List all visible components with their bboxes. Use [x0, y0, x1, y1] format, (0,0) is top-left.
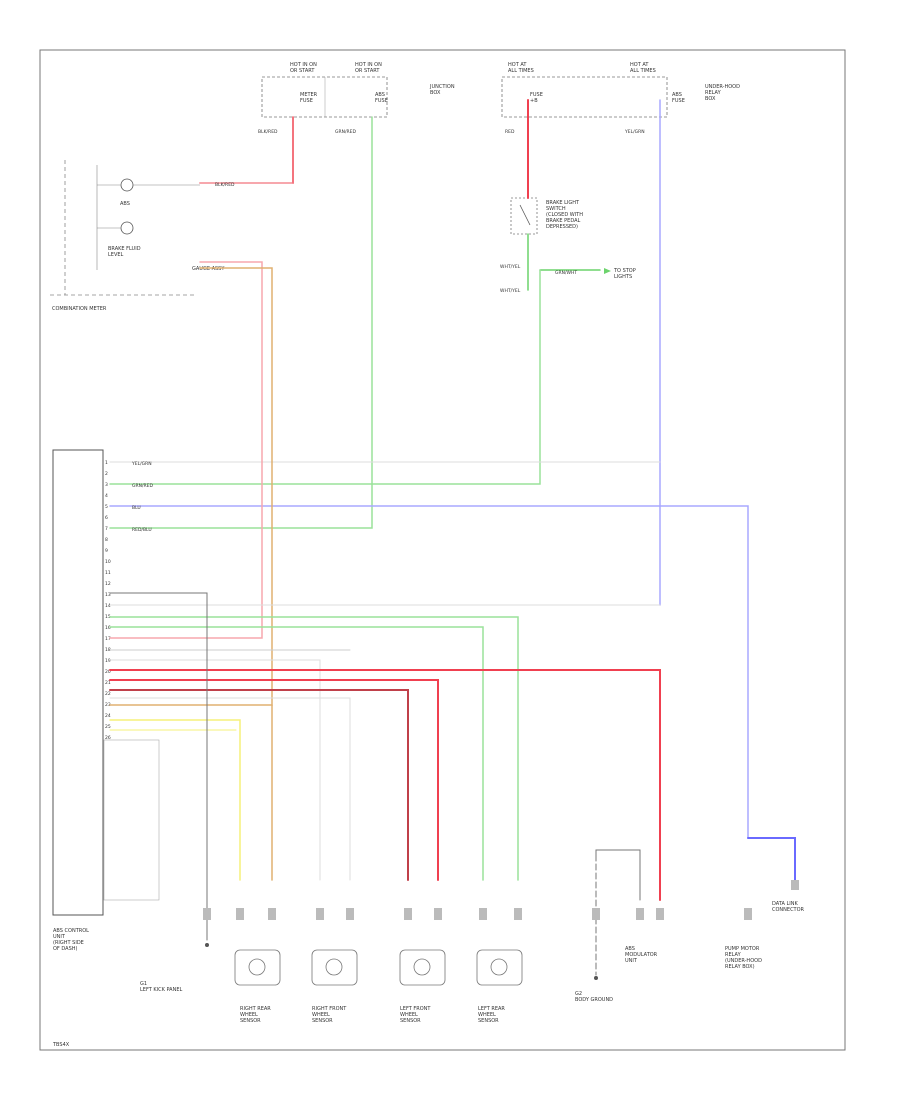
right-rear-sensor-body	[234, 949, 281, 986]
pin-label: 13	[105, 592, 111, 598]
wire-pink-meter	[109, 261, 263, 639]
wheel-sensors	[234, 949, 523, 986]
abs-lamp-label: ABS	[120, 201, 130, 207]
wl-red: RED	[505, 129, 515, 135]
pin-label: 26	[105, 735, 111, 741]
pin-label: 16	[105, 625, 111, 631]
combination-meter-label: COMBINATION METER	[52, 306, 107, 312]
pin-label: 24	[105, 713, 111, 719]
pin-label: 25	[105, 724, 111, 730]
wl-wht-yel: WHT/YEL	[500, 264, 521, 270]
gauge-label: GAUGE ASSY	[192, 266, 225, 272]
fuse-b-label: FUSE+B	[530, 92, 543, 104]
wires	[109, 99, 796, 976]
pin-label: 12	[105, 581, 111, 587]
pin-label: 7	[105, 526, 108, 532]
wire-green-brake	[527, 233, 601, 291]
pin-label: 5	[105, 504, 108, 510]
connectors	[203, 880, 799, 920]
abs-lamp-icon	[120, 178, 134, 192]
pin-label: 6	[105, 515, 108, 521]
pin-label: 8	[105, 537, 108, 543]
wl-grn-wht: GRN/WHT	[555, 270, 577, 276]
left-rear-sensor-body	[476, 949, 523, 986]
wl-grn-red-2: GRN/RED	[132, 483, 153, 489]
wire-red-left-front-2	[109, 689, 409, 881]
pin-label: 4	[105, 493, 108, 499]
wl-blk-red-2: BLK/RED	[215, 182, 235, 188]
diagram-frame	[39, 49, 846, 1051]
pin-label: 18	[105, 647, 111, 653]
wl-blk-red: BLK/RED	[258, 129, 278, 135]
pin-list: 1234567891011121314151617181920212223242…	[105, 460, 111, 741]
pin-label: 9	[105, 548, 108, 554]
wire-red-modulator	[109, 669, 661, 901]
wire-label-group: BLK/RED GRN/RED RED YEL/GRN BLK/RED WHT/…	[131, 129, 645, 533]
pin-label: 1	[105, 460, 108, 466]
pin-label: 20	[105, 669, 111, 675]
wl-yel-grn: YEL/GRN	[624, 129, 645, 135]
ground-mid-icon	[594, 976, 598, 980]
pin-label: 17	[105, 636, 111, 642]
right-front-sensor-body	[311, 949, 358, 986]
wire-blue-pump	[109, 505, 796, 881]
wl-red-blu: RED/BLU	[132, 527, 152, 533]
pin-label: 10	[105, 559, 111, 565]
wl-wht-yel-2: WHT/YEL	[500, 288, 521, 294]
wire-red-meter	[199, 116, 294, 184]
pin-label: 19	[105, 658, 111, 664]
pin-label: 22	[105, 691, 111, 697]
page-code: TBS4X	[52, 1042, 70, 1048]
pin-label: 2	[105, 471, 108, 477]
wire-green-left-rear-1	[109, 616, 519, 881]
pin-label: 15	[105, 614, 111, 620]
wl-blu: BLU	[132, 505, 141, 511]
wire-tan-meter	[109, 267, 273, 706]
ground-left-icon	[205, 943, 209, 947]
wire-yellow-right-rear	[109, 719, 241, 881]
brake-lamp-icon	[120, 221, 134, 235]
left-front-sensor-body	[399, 949, 446, 986]
arrow-right-icon	[604, 268, 611, 274]
wire-green-left-rear-2	[109, 626, 484, 881]
wire-red-left-front-1	[109, 679, 439, 881]
pin-label: 11	[105, 570, 111, 576]
wire-green-abs-fuse	[109, 116, 373, 529]
wl-yel-grn-2: YEL/GRN	[131, 461, 152, 467]
wl-grn-red: GRN/RED	[335, 129, 356, 135]
pin-label: 21	[105, 680, 111, 686]
pin-label: 23	[105, 702, 111, 708]
pin-label: 3	[105, 482, 108, 488]
pin-label: 14	[105, 603, 111, 609]
